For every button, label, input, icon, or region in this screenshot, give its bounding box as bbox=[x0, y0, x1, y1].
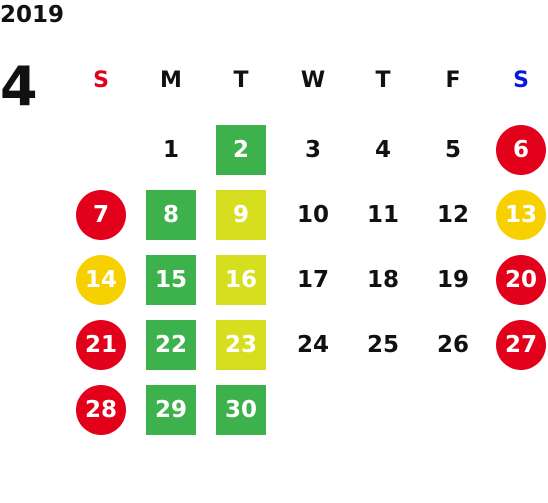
day-cell-4[interactable]: 4 bbox=[374, 137, 391, 163]
day-cell-17[interactable]: 17 bbox=[296, 267, 329, 293]
day-cell-2[interactable]: 2 bbox=[216, 125, 266, 175]
day-cell-15[interactable]: 15 bbox=[146, 255, 196, 305]
day-cell-13[interactable]: 13 bbox=[496, 190, 546, 240]
day-cell-20[interactable]: 20 bbox=[496, 255, 546, 305]
day-cell-30[interactable]: 30 bbox=[216, 385, 266, 435]
month-number: 4 bbox=[0, 55, 38, 118]
weekday-0: S bbox=[93, 68, 109, 93]
day-cell-16[interactable]: 16 bbox=[216, 255, 266, 305]
weekday-3: W bbox=[300, 68, 326, 93]
day-cell-6[interactable]: 6 bbox=[496, 125, 546, 175]
day-cell-10[interactable]: 10 bbox=[296, 202, 329, 228]
day-cell-1[interactable]: 1 bbox=[162, 137, 179, 163]
day-cell-23[interactable]: 23 bbox=[216, 320, 266, 370]
day-cell-14[interactable]: 14 bbox=[76, 255, 126, 305]
weekday-4: T bbox=[375, 68, 391, 93]
weekday-2: T bbox=[233, 68, 249, 93]
weekday-5: F bbox=[445, 68, 461, 93]
day-cell-19[interactable]: 19 bbox=[436, 267, 469, 293]
day-cell-25[interactable]: 25 bbox=[366, 332, 399, 358]
day-cell-24[interactable]: 24 bbox=[296, 332, 329, 358]
day-cell-29[interactable]: 29 bbox=[146, 385, 196, 435]
day-cell-5[interactable]: 5 bbox=[444, 137, 461, 163]
day-cell-3[interactable]: 3 bbox=[304, 137, 321, 163]
weekday-1: M bbox=[160, 68, 182, 93]
day-cell-22[interactable]: 22 bbox=[146, 320, 196, 370]
day-cell-18[interactable]: 18 bbox=[366, 267, 399, 293]
day-cell-27[interactable]: 27 bbox=[496, 320, 546, 370]
day-cell-11[interactable]: 11 bbox=[366, 202, 399, 228]
day-cell-9[interactable]: 9 bbox=[216, 190, 266, 240]
day-cell-7[interactable]: 7 bbox=[76, 190, 126, 240]
weekday-6: S bbox=[513, 68, 529, 93]
day-cell-28[interactable]: 28 bbox=[76, 385, 126, 435]
day-cell-8[interactable]: 8 bbox=[146, 190, 196, 240]
day-cell-21[interactable]: 21 bbox=[76, 320, 126, 370]
day-cell-12[interactable]: 12 bbox=[436, 202, 469, 228]
year-label: 2019 bbox=[0, 2, 65, 28]
day-cell-26[interactable]: 26 bbox=[436, 332, 469, 358]
